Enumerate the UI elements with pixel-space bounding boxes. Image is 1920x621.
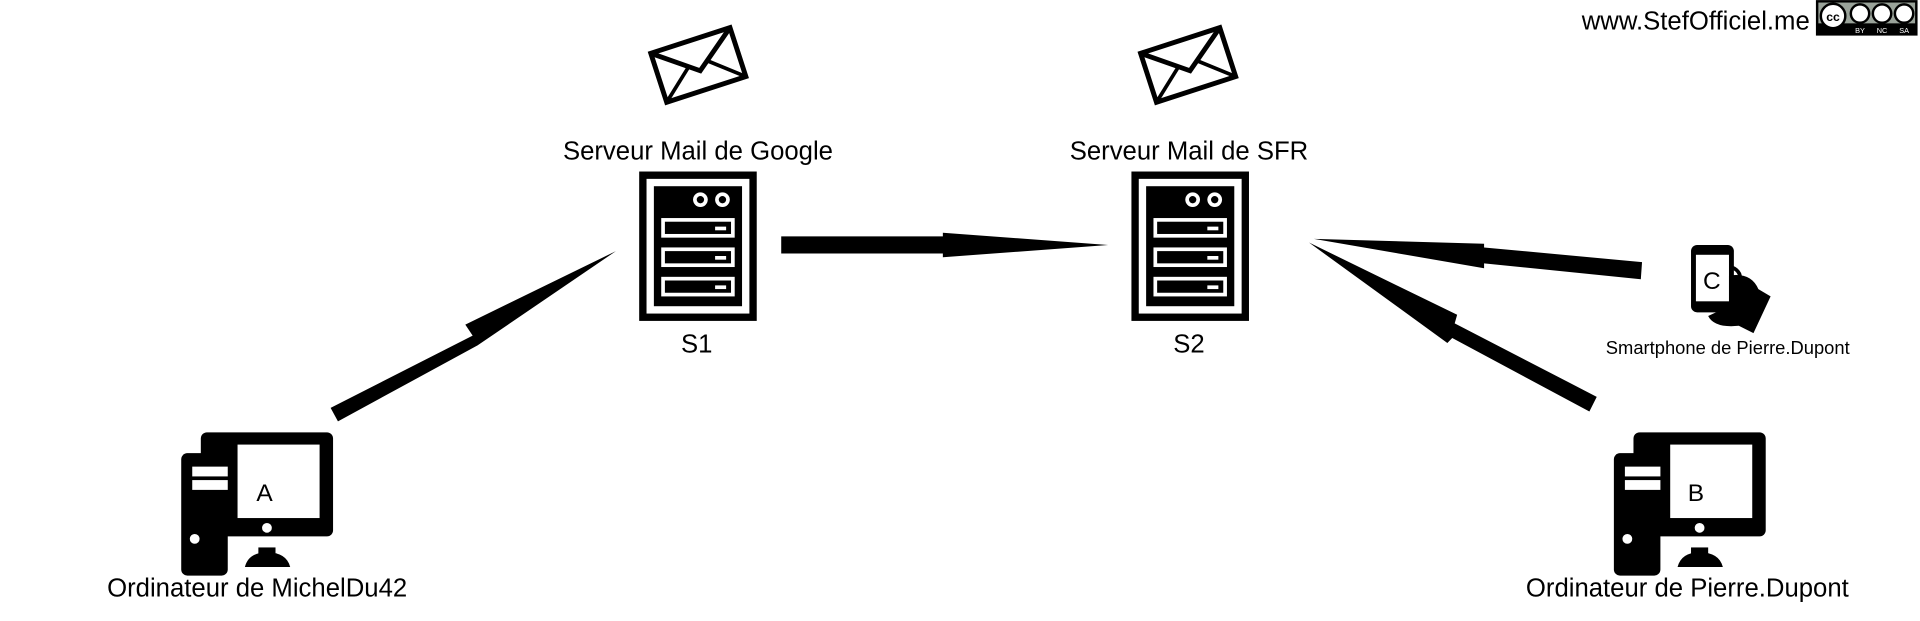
svg-text:cc: cc [1826,10,1840,24]
server-1-id: S1 [681,331,712,359]
server-1-icon[interactable] [639,171,757,321]
computer-b-label: Ordinateur de Pierre.Dupont [1526,574,1849,602]
envelope-icon [651,28,746,103]
smartphone-label: Smartphone de Pierre.Dupont [1606,337,1850,358]
smartphone-icon[interactable] [1691,244,1771,334]
computer-b-letter: B [1688,480,1704,507]
arrow-a-to-s1 [330,251,616,422]
cc-license-badge[interactable]: cc BY NC SA [1815,0,1918,36]
server-2-title: Serveur Mail de SFR [1070,137,1309,165]
server-2-id: S2 [1173,331,1204,359]
site-url[interactable]: www.StefOfficiel.me [1581,7,1810,35]
computer-a-letter: A [256,480,273,507]
cc-by: BY [1855,26,1865,35]
cc-nc: NC [1877,26,1888,35]
arrow-c-to-s2 [1313,238,1643,280]
server-1-title: Serveur Mail de Google [563,137,833,165]
server-2-icon[interactable] [1131,171,1249,321]
cc-sa: SA [1899,26,1909,35]
computer-a-label: Ordinateur de MichelDu42 [107,574,407,602]
arrow-s1-to-s2 [781,232,1109,258]
envelope-icon [1141,28,1236,103]
smartphone-letter: C [1703,268,1721,295]
arrows [330,232,1643,422]
arrow-b-to-s2 [1308,242,1597,412]
